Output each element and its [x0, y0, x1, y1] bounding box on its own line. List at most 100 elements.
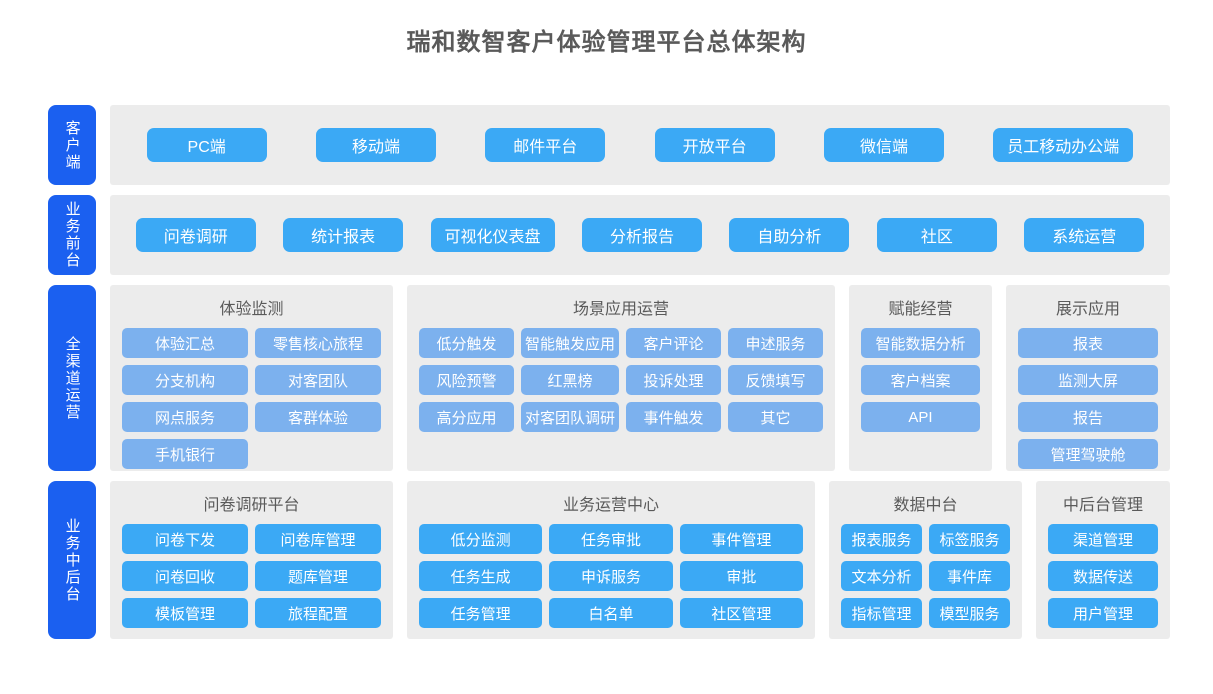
front-office-chip-band: 问卷调研 统计报表 可视化仪表盘 分析报告 自助分析 社区 系统运营	[110, 195, 1170, 275]
layer-body-middle-back-office: 问卷调研平台 问卷下发 问卷库管理 问卷回收 题库管理 模板管理 旅程配置 业务…	[110, 481, 1170, 639]
panel-title-survey-platform: 问卷调研平台	[203, 497, 300, 514]
cell-report-doc[interactable]: 报告	[1018, 402, 1158, 432]
panel-display-applications: 展示应用 报表 监测大屏 报告 管理驾驶舱	[1006, 285, 1170, 471]
page-title: 瑞和数智客户体验管理平台总体架构	[406, 29, 807, 56]
panel-grid-data-midend: 报表服务 标签服务 文本分析 事件库 指标管理 模型服务	[841, 524, 1010, 628]
cell-low-score-trigger[interactable]: 低分触发	[419, 328, 514, 358]
cell-mobile-banking[interactable]: 手机银行	[122, 439, 248, 469]
cell-tag-service[interactable]: 标签服务	[929, 524, 1010, 554]
panel-grid-experience-monitoring: 体验汇总 零售核心旅程 分支机构 对客团队 网点服务 客群体验 手机银行	[122, 328, 381, 469]
layer-label-middle-back-office: 业务中后台	[48, 481, 96, 639]
layer-label-front-office: 业务前台	[48, 195, 96, 275]
chip-stat-report[interactable]: 统计报表	[283, 218, 404, 252]
panel-title-experience-monitoring: 体验监测	[219, 301, 284, 318]
cell-survey-library-mgmt[interactable]: 问卷库管理	[255, 524, 381, 554]
chip-analysis-report[interactable]: 分析报告	[581, 218, 702, 252]
cell-event-trigger[interactable]: 事件触发	[626, 402, 721, 432]
cell-complaint-handling[interactable]: 投诉处理	[626, 365, 721, 395]
layer-row-clients: 客户端 PC端 移动端 邮件平台 开放平台 微信端 员工移动办公端	[48, 105, 1170, 185]
cell-report-service[interactable]: 报表服务	[841, 524, 922, 554]
cell-feedback-fill[interactable]: 反馈填写	[728, 365, 823, 395]
cell-channel-mgmt[interactable]: 渠道管理	[1048, 524, 1158, 554]
cell-event-mgmt[interactable]: 事件管理	[679, 524, 803, 554]
cell-risk-warning[interactable]: 风险预警	[419, 365, 514, 395]
panel-title-back-office-management: 中后台管理	[1062, 497, 1143, 514]
cell-metric-mgmt[interactable]: 指标管理	[841, 598, 922, 628]
layer-row-front-office: 业务前台 问卷调研 统计报表 可视化仪表盘 分析报告 自助分析 社区 系统运营	[48, 195, 1170, 275]
cell-model-service[interactable]: 模型服务	[929, 598, 1010, 628]
cell-question-bank-mgmt[interactable]: 题库管理	[255, 561, 381, 591]
chip-wechat[interactable]: 微信端	[823, 128, 944, 162]
cell-community-mgmt[interactable]: 社区管理	[679, 598, 803, 628]
cell-high-score-app[interactable]: 高分应用	[419, 402, 514, 432]
cell-event-library[interactable]: 事件库	[929, 561, 1010, 591]
cell-customer-review[interactable]: 客户评论	[626, 328, 721, 358]
chip-mobile[interactable]: 移动端	[315, 128, 436, 162]
cell-survey-collect[interactable]: 问卷回收	[122, 561, 248, 591]
panel-grid-business-operations-center: 低分监测 任务审批 事件管理 任务生成 申诉服务 审批 任务管理 白名单 社区管…	[419, 524, 803, 628]
panel-grid-scenario-operations: 低分触发 智能触发应用 客户评论 申述服务 风险预警 红黑榜 投诉处理 反馈填写…	[419, 328, 823, 432]
chip-open-platform[interactable]: 开放平台	[654, 128, 775, 162]
chip-community[interactable]: 社区	[876, 218, 997, 252]
cell-template-mgmt[interactable]: 模板管理	[122, 598, 248, 628]
cell-journey-config[interactable]: 旅程配置	[255, 598, 381, 628]
cell-other[interactable]: 其它	[728, 402, 823, 432]
cell-customer-group-exp[interactable]: 客群体验	[255, 402, 381, 432]
cell-user-mgmt[interactable]: 用户管理	[1048, 598, 1158, 628]
cell-text-analysis[interactable]: 文本分析	[841, 561, 922, 591]
layer-body-clients: PC端 移动端 邮件平台 开放平台 微信端 员工移动办公端	[110, 105, 1170, 185]
client-chip-band: PC端 移动端 邮件平台 开放平台 微信端 员工移动办公端	[110, 105, 1170, 185]
chip-email[interactable]: 邮件平台	[485, 128, 606, 162]
cell-whitelist[interactable]: 白名单	[549, 598, 673, 628]
panel-title-display-applications: 展示应用	[1055, 301, 1120, 318]
panel-back-office-management: 中后台管理 渠道管理 数据传送 用户管理	[1036, 481, 1170, 639]
chip-staff-mobile[interactable]: 员工移动办公端	[993, 128, 1134, 162]
layer-label-clients: 客户端	[48, 105, 96, 185]
cell-outlet-service[interactable]: 网点服务	[122, 402, 248, 432]
cell-retail-core-journey[interactable]: 零售核心旅程	[255, 328, 381, 358]
cell-appeal-service-ops[interactable]: 申诉服务	[549, 561, 673, 591]
layer-row-omnichannel: 全渠道运营 体验监测 体验汇总 零售核心旅程 分支机构 对客团队 网点服务 客群…	[48, 285, 1170, 471]
panel-enablement-operations: 赋能经营 智能数据分析 客户档案 API	[849, 285, 992, 471]
cell-report-form[interactable]: 报表	[1018, 328, 1158, 358]
cell-customer-team-survey[interactable]: 对客团队调研	[520, 402, 619, 432]
panel-grid-back-office-management: 渠道管理 数据传送 用户管理	[1048, 524, 1158, 628]
cell-branch-org[interactable]: 分支机构	[122, 365, 248, 395]
panel-title-scenario-operations: 场景应用运营	[572, 301, 669, 318]
cell-experience-summary[interactable]: 体验汇总	[122, 328, 248, 358]
cell-monitor-screen[interactable]: 监测大屏	[1018, 365, 1158, 395]
panel-title-business-operations-center: 业务运营中心	[562, 497, 659, 514]
chip-survey[interactable]: 问卷调研	[135, 218, 256, 252]
cell-customer-team[interactable]: 对客团队	[255, 365, 381, 395]
architecture-layers: 客户端 PC端 移动端 邮件平台 开放平台 微信端 员工移动办公端 业务前台 问…	[48, 105, 1170, 649]
panel-grid-display-applications: 报表 监测大屏 报告 管理驾驶舱	[1018, 328, 1158, 469]
chip-system-ops[interactable]: 系统运营	[1024, 218, 1145, 252]
cell-survey-distribute[interactable]: 问卷下发	[122, 524, 248, 554]
cell-appeal-service[interactable]: 申述服务	[728, 328, 823, 358]
panel-scenario-operations: 场景应用运营 低分触发 智能触发应用 客户评论 申述服务 风险预警 红黑榜 投诉…	[407, 285, 835, 471]
panel-title-data-midend: 数据中台	[893, 497, 958, 514]
cell-low-score-monitor[interactable]: 低分监测	[419, 524, 543, 554]
layer-row-middle-back-office: 业务中后台 问卷调研平台 问卷下发 问卷库管理 问卷回收 题库管理 模板管理 旅…	[48, 481, 1170, 639]
chip-dashboard[interactable]: 可视化仪表盘	[430, 218, 555, 252]
cell-task-approval[interactable]: 任务审批	[549, 524, 673, 554]
cell-red-black-list[interactable]: 红黑榜	[520, 365, 619, 395]
cell-data-transfer[interactable]: 数据传送	[1048, 561, 1158, 591]
panel-grid-enablement-operations: 智能数据分析 客户档案 API	[861, 328, 980, 432]
cell-customer-profile[interactable]: 客户档案	[861, 365, 980, 395]
cell-api[interactable]: API	[861, 402, 980, 432]
layer-label-omnichannel: 全渠道运营	[48, 285, 96, 471]
cell-task-generate[interactable]: 任务生成	[419, 561, 543, 591]
cell-smart-data-analysis[interactable]: 智能数据分析	[861, 328, 980, 358]
cell-management-cockpit[interactable]: 管理驾驶舱	[1018, 439, 1158, 469]
chip-pc[interactable]: PC端	[146, 128, 267, 162]
panel-grid-survey-platform: 问卷下发 问卷库管理 问卷回收 题库管理 模板管理 旅程配置	[122, 524, 381, 628]
panel-data-midend: 数据中台 报表服务 标签服务 文本分析 事件库 指标管理 模型服务	[829, 481, 1022, 639]
cell-smart-trigger-app[interactable]: 智能触发应用	[520, 328, 619, 358]
cell-approval[interactable]: 审批	[679, 561, 803, 591]
chip-self-analysis[interactable]: 自助分析	[729, 218, 850, 252]
layer-body-omnichannel: 体验监测 体验汇总 零售核心旅程 分支机构 对客团队 网点服务 客群体验 手机银…	[110, 285, 1170, 471]
panel-survey-platform: 问卷调研平台 问卷下发 问卷库管理 问卷回收 题库管理 模板管理 旅程配置	[110, 481, 393, 639]
cell-task-mgmt[interactable]: 任务管理	[419, 598, 543, 628]
